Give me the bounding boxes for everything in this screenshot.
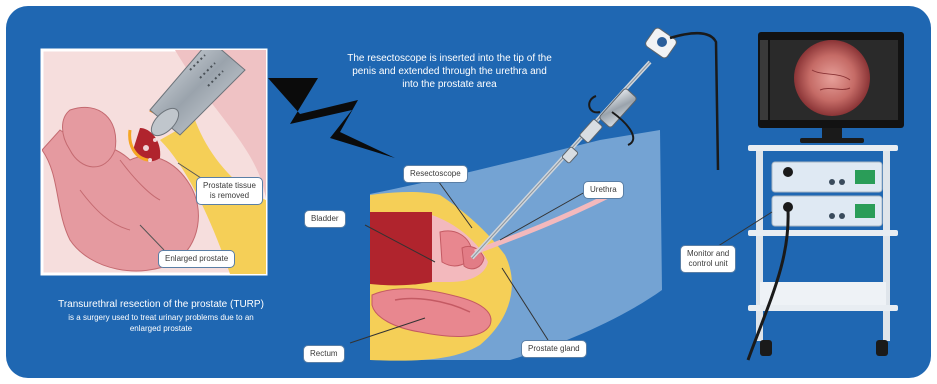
description-title: Transurethral resection of the prostate … [30,298,292,312]
label-prostate-tissue-removed-line-1: Prostate tissue [203,181,256,191]
label-bladder: Bladder [304,210,346,228]
headline-line-1: The resectoscope is inserted into the ti… [322,52,577,65]
headline-line-3: into the prostate area [322,78,577,91]
description-line-2: enlarged prostate [30,323,292,334]
headline: The resectoscope is inserted into the ti… [322,52,577,91]
label-monitor-control-unit: Monitor and control unit [680,245,736,273]
headline-line-2: penis and extended through the urethra a… [322,65,577,78]
description-line-1: is a surgery used to treat urinary probl… [30,312,292,323]
label-rectum: Rectum [303,345,345,363]
equipment-cart-icon [748,145,898,360]
bladder [370,212,432,285]
label-prostate-tissue-removed-line-2: is removed [203,191,256,201]
label-prostate-gland: Prostate gland [521,340,587,358]
label-enlarged-prostate: Enlarged prostate [158,250,235,268]
description: Transurethral resection of the prostate … [30,298,292,334]
label-resectoscope: Resectoscope [403,165,468,183]
label-prostate-tissue-removed: Prostate tissue is removed [196,177,263,205]
inset-closeup [42,40,266,274]
label-monitor-control-unit-line-1: Monitor and [687,249,729,259]
monitor-icon [758,32,904,143]
label-urethra: Urethra [583,181,624,199]
label-monitor-control-unit-line-2: control unit [687,259,729,269]
